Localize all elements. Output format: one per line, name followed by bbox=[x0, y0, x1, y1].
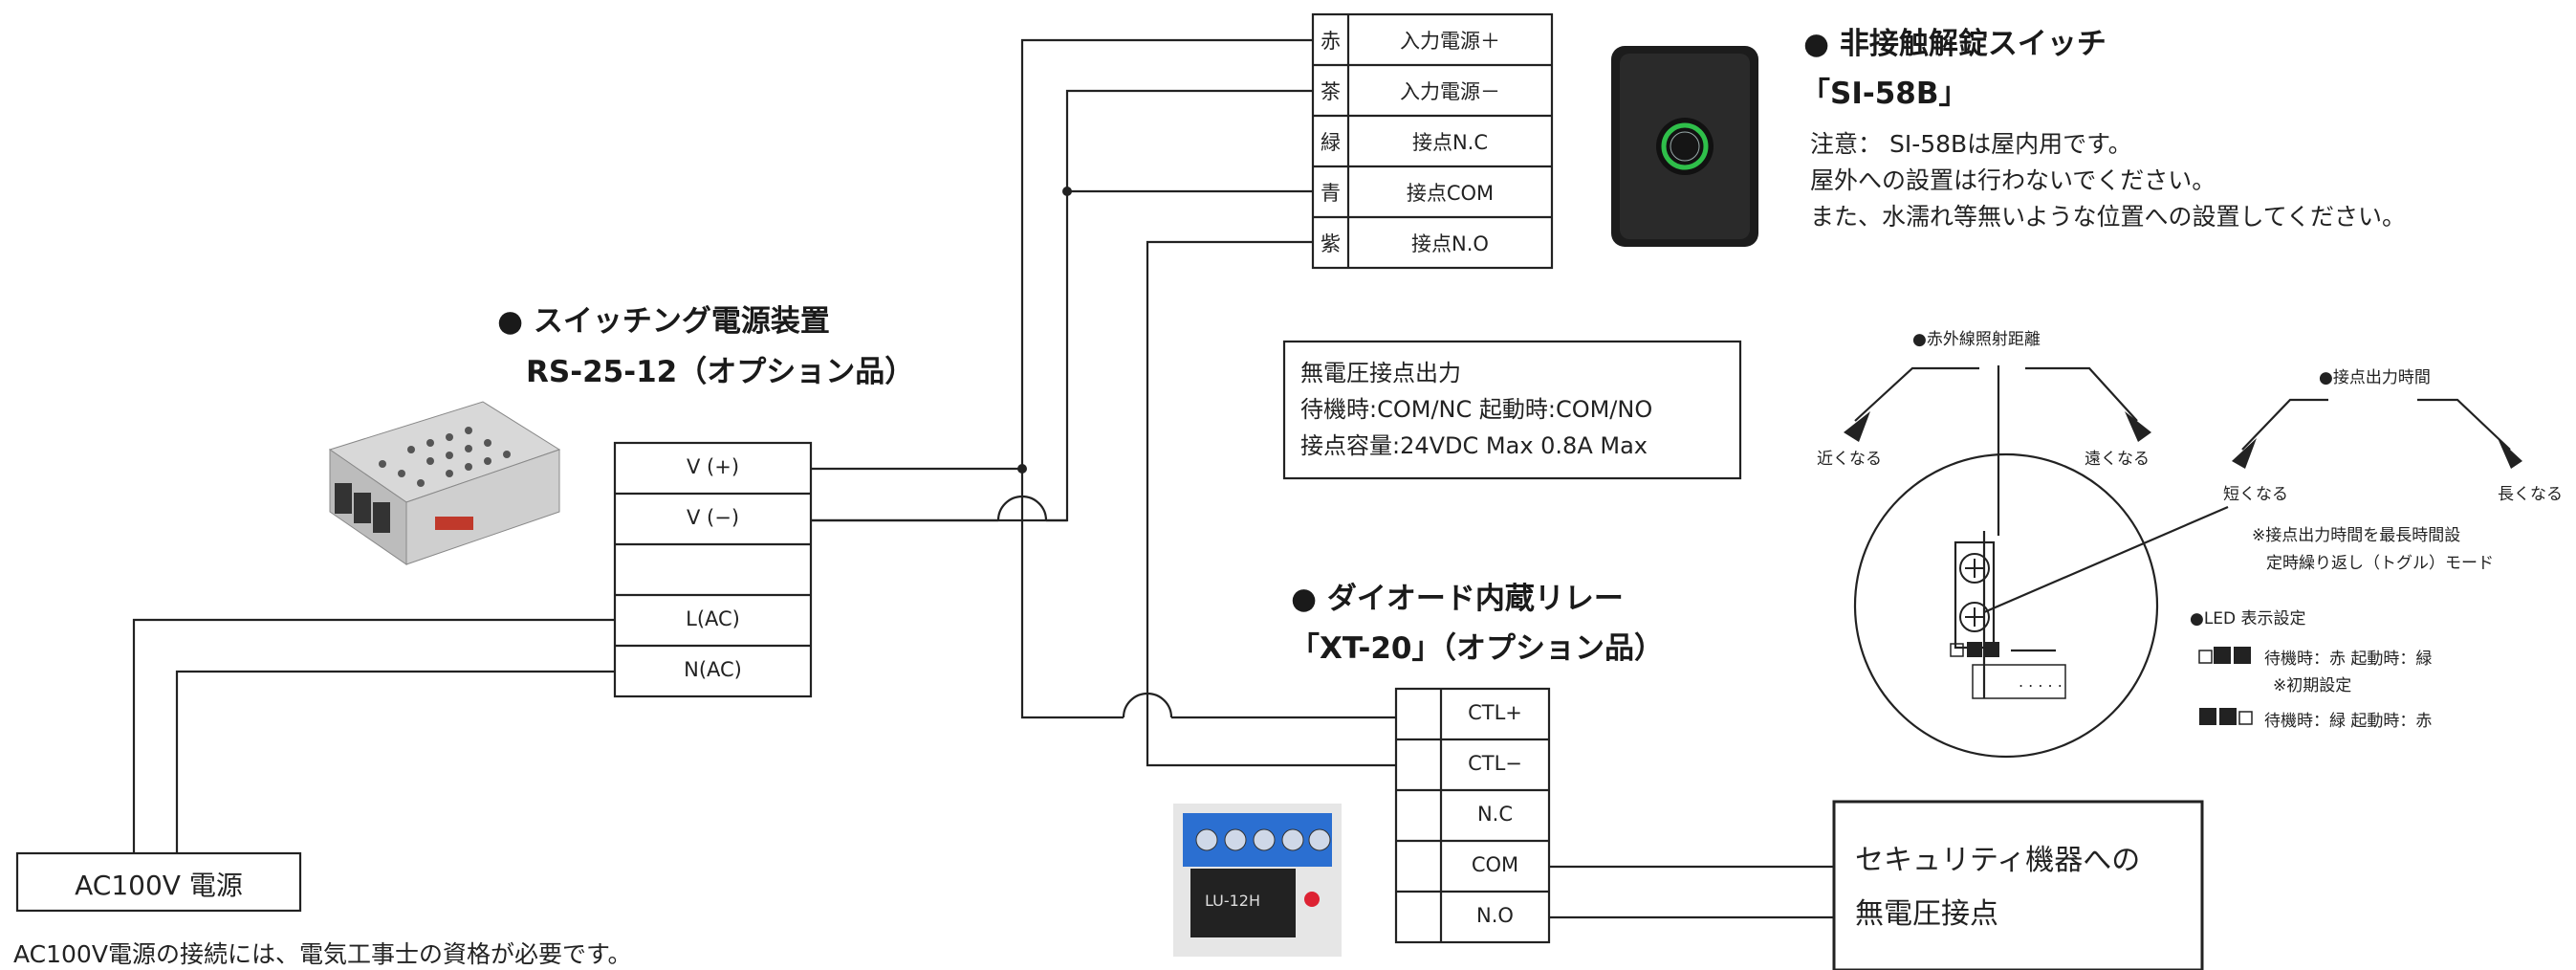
psu-title: ● スイッチング電源装置 bbox=[497, 304, 830, 339]
ac-label: AC100V 電源 bbox=[75, 870, 243, 901]
svg-text:. . . . .: . . . . . bbox=[2019, 672, 2063, 691]
contact-box-line-2: 待機時:COM/NC 起動時:COM/NO bbox=[1300, 396, 1653, 423]
switch-title: ● 非接触解錠スイッチ bbox=[1803, 27, 2107, 61]
led-option-1-note: ※初期設定 bbox=[2273, 676, 2352, 695]
psu-terminal-l: L(AC) bbox=[686, 607, 740, 630]
relay-terminal-com: COM bbox=[1471, 853, 1519, 876]
ir-near-label: 近くなる bbox=[1817, 450, 1882, 469]
wire-label-blue: 接点COM bbox=[1406, 182, 1495, 205]
psu-terminal-vminus: V (−) bbox=[686, 506, 740, 529]
security-box-line-1: セキュリティ機器への bbox=[1855, 844, 2141, 877]
switch-model: 「SI-58B」 bbox=[1801, 77, 1969, 111]
wire-color-green: 緑 bbox=[1321, 131, 1341, 154]
led-option-1: 待機時：赤 起動時：緑 bbox=[2264, 650, 2433, 669]
wire-color-red: 赤 bbox=[1321, 30, 1341, 53]
contact-time-short: 短くなる bbox=[2223, 485, 2288, 504]
psu-model: RS-25-12（オプション品） bbox=[526, 355, 915, 389]
wire-label-green: 接点N.C bbox=[1411, 131, 1489, 154]
wire-label-brown: 入力電源－ bbox=[1400, 80, 1500, 103]
wire-label-red: 入力電源＋ bbox=[1400, 30, 1500, 53]
led-title: ●LED 表示設定 bbox=[2190, 609, 2306, 628]
wire-color-brown: 茶 bbox=[1321, 80, 1341, 103]
relay-terminal-ctlminus: CTL− bbox=[1468, 752, 1522, 775]
wire-color-purple: 紫 bbox=[1321, 232, 1341, 255]
security-box-line-2: 無電圧接点 bbox=[1855, 897, 1998, 931]
contact-box-line-1: 無電圧接点出力 bbox=[1300, 360, 1461, 386]
ir-far-label: 遠くなる bbox=[2085, 450, 2150, 469]
ac-note: AC100V電源の接続には、電気工事士の資格が必要です。 bbox=[13, 940, 632, 968]
wire-label-purple: 接点N.O bbox=[1411, 232, 1489, 255]
switch-note-2: 屋外への設置は行わないでください。 bbox=[1810, 166, 2216, 194]
contact-time-long: 長くなる bbox=[2498, 485, 2563, 504]
relay-image bbox=[1173, 804, 1342, 957]
relay-title: ● ダイオード内蔵リレー bbox=[1291, 582, 1624, 616]
contact-time-note-2: 定時繰り返し（トグル）モード bbox=[2266, 554, 2494, 573]
switch-note-3: また、水濡れ等無いような位置への設置してください。 bbox=[1810, 203, 2407, 231]
switch-note-1: 注意： SI-58Bは屋内用です。 bbox=[1810, 130, 2132, 158]
led-option-2: 待機時：緑 起動時：赤 bbox=[2264, 712, 2433, 731]
wire-color-blue: 青 bbox=[1321, 182, 1341, 205]
contact-box-line-3: 接点容量:24VDC Max 0.8A Max bbox=[1300, 432, 1648, 459]
si58b-device-image bbox=[1611, 46, 1758, 247]
psu-terminal-n: N(AC) bbox=[684, 658, 742, 681]
psu-terminal-vplus: V (+) bbox=[686, 455, 740, 478]
ir-title: ●赤外線照射距離 bbox=[1912, 330, 2041, 349]
relay-model: 「XT-20」（オプション品） bbox=[1290, 631, 1664, 666]
psu-image bbox=[328, 401, 561, 565]
relay-terminal-ctlplus: CTL+ bbox=[1468, 701, 1522, 724]
relay-terminal-nc: N.C bbox=[1476, 803, 1514, 826]
contact-time-note-1: ※接点出力時間を最長時間設 bbox=[2252, 526, 2461, 545]
contact-time-title: ●接点出力時間 bbox=[2319, 368, 2431, 387]
relay-photo-label: LU-12H bbox=[1205, 892, 1260, 910]
relay-terminal-no: N.O bbox=[1476, 904, 1514, 927]
